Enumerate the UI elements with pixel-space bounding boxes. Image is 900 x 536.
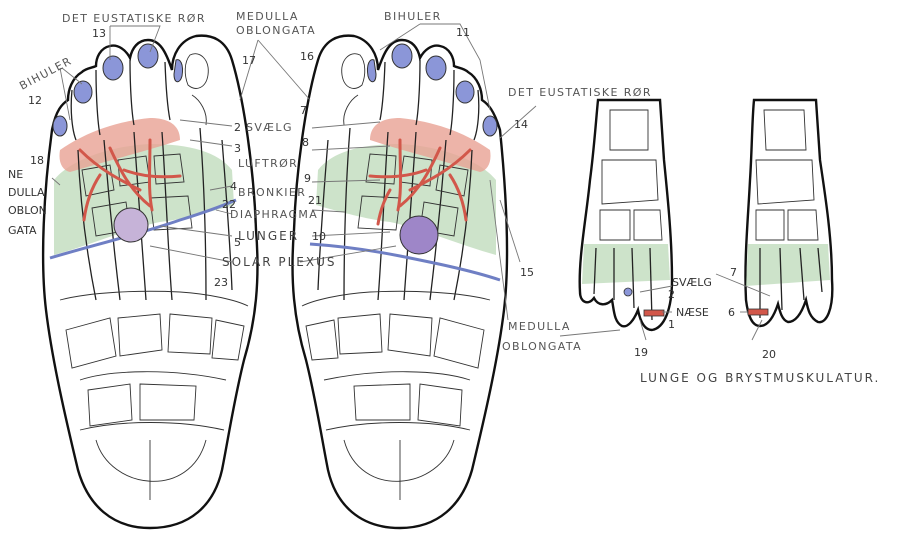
- small-right-foot-outline: [744, 98, 834, 328]
- number-9: 9: [304, 172, 311, 185]
- number-7: 7: [300, 104, 307, 117]
- label-bronchi: BRONKIER: [238, 186, 306, 199]
- number-7b: 7: [730, 266, 737, 279]
- number-10: 10: [312, 230, 326, 243]
- label-eustachian-right: DET EUSTATISKE RØR: [508, 86, 652, 99]
- label-throat: SVÆLG: [246, 121, 293, 134]
- number-19: 19: [634, 346, 648, 359]
- small-left-nose-mark: [643, 309, 665, 317]
- number-23: 23: [214, 276, 228, 289]
- label-lungs: LUNGER: [238, 229, 299, 243]
- label-medulla-left-4: GATA: [8, 224, 37, 237]
- label-medulla-left-3: OBLON: [8, 204, 47, 217]
- number-4: 4: [230, 180, 237, 193]
- number-11: 11: [456, 26, 470, 39]
- number-6: 6: [728, 306, 735, 319]
- number-17: 17: [242, 54, 256, 67]
- left-foot-sole: [41, 34, 259, 530]
- number-8: 8: [302, 136, 309, 149]
- number-21: 21: [308, 194, 322, 207]
- left-diaphragm-line: [49, 198, 237, 260]
- number-1: 1: [668, 318, 675, 331]
- left-toe-sinus: [102, 55, 124, 81]
- number-2b: 2: [668, 288, 675, 301]
- label-diaphragm: DIAPHRAGMA: [230, 208, 318, 221]
- left-toes: [52, 43, 209, 141]
- right-diaphragm-line: [309, 242, 501, 282]
- label-solar-plexus: SOLAR PLEXUS: [222, 255, 337, 269]
- left-toe-sinus: [52, 115, 68, 137]
- label-nose: NÆSE: [676, 306, 709, 319]
- left-red-network: [78, 138, 182, 222]
- label-medulla-top-2: OBLONGATA: [236, 24, 316, 37]
- number-18: 18: [30, 154, 44, 167]
- label-throat-small: SVÆLG: [672, 276, 712, 289]
- label-sinuses-right: BIHULER: [384, 10, 442, 23]
- right-toe-sinus: [482, 115, 498, 137]
- number-14: 14: [514, 118, 528, 131]
- small-left-throat-mark: [623, 287, 633, 297]
- label-medulla-left-2: DULLA: [8, 186, 45, 199]
- right-foot-sole: [291, 34, 509, 530]
- label-medulla-top-1: MEDULLA: [236, 10, 299, 23]
- small-foot-right-dorsal: [744, 98, 834, 328]
- left-toe-sinus: [73, 80, 93, 104]
- small-right-lung-zone: [746, 244, 830, 286]
- left-solar-plexus: [113, 207, 149, 243]
- number-5: 5: [234, 236, 241, 249]
- number-12: 12: [28, 94, 42, 107]
- number-22: 22: [222, 198, 236, 211]
- small-left-lung-zone: [582, 244, 670, 284]
- number-3: 3: [234, 142, 241, 155]
- number-15: 15: [520, 266, 534, 279]
- label-lung-chest: LUNGE OG BRYSTMUSKULATUR.: [640, 371, 880, 385]
- text-labels: DET EUSTATISKE RØR 13 BIHULER 12 MEDULLA…: [8, 10, 880, 385]
- right-toe-sinus: [391, 43, 413, 69]
- right-toe-sinus: [367, 59, 377, 83]
- leader-lines: [51, 23, 771, 341]
- left-toe-sinus: [173, 59, 183, 83]
- number-20: 20: [762, 348, 776, 361]
- right-foot-bones: [301, 127, 491, 500]
- label-eustachian-left: DET EUSTATISKE RØR: [62, 12, 206, 25]
- number-13: 13: [92, 27, 106, 40]
- label-medulla-left-1: NE: [8, 168, 23, 181]
- left-toe-sinus: [137, 43, 159, 69]
- right-solar-plexus: [399, 215, 439, 255]
- small-right-nose-mark: [747, 308, 769, 316]
- right-toe-sinus: [425, 55, 447, 81]
- number-2: 2: [234, 121, 241, 134]
- right-toes: [341, 43, 498, 141]
- label-sinuses-left: BIHULER: [17, 54, 74, 93]
- small-foot-left-dorsal: [578, 98, 674, 332]
- label-trachea: LUFTRØR: [238, 157, 298, 170]
- label-medulla-bottom-2: OBLONGATA: [502, 340, 582, 353]
- label-medulla-bottom-1: MEDULLA: [508, 320, 571, 333]
- right-red-network: [368, 138, 472, 226]
- number-16: 16: [300, 50, 314, 63]
- right-toe-sinus: [455, 80, 475, 104]
